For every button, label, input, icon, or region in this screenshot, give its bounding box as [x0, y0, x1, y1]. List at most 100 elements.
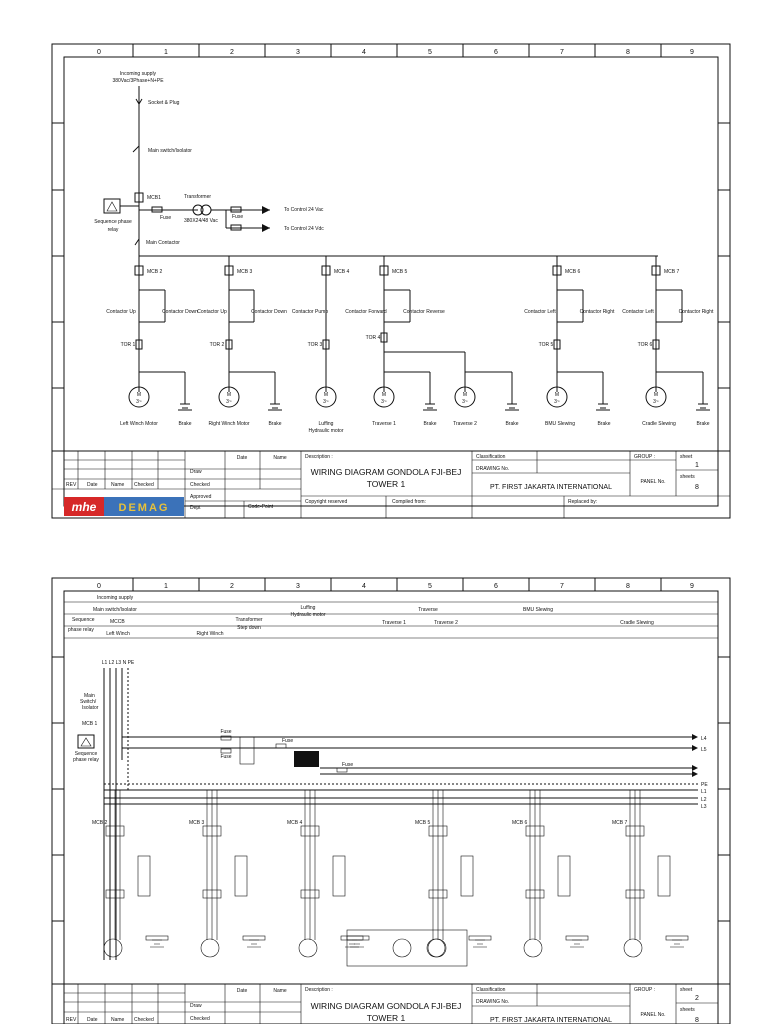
svg-text:TOWER 1: TOWER 1: [367, 1013, 406, 1023]
motor-icon: M3~: [645, 386, 667, 408]
motor-icon: [200, 938, 220, 958]
sheet-2: 0 1 2 3 4 5 6 7 8 9 Incoming supply Main…: [51, 577, 731, 1025]
svg-text:Draw: Draw: [190, 1003, 202, 1009]
svg-text:Name: Name: [273, 988, 287, 994]
warning-icon: [80, 737, 92, 747]
mcb-label: MCB 7: [612, 820, 628, 826]
col-9: 9: [690, 49, 694, 56]
col-0: 0: [97, 49, 101, 56]
svg-text:M: M: [555, 392, 559, 398]
incoming-supply-spec: 380Vac/3Phase+N+PE: [112, 78, 164, 84]
mcb-label: MCB 3: [189, 820, 205, 826]
motor-icon: M3~: [315, 386, 337, 408]
sheet1-motors: M3~ M3~ M3~ M3~ M3~ M3~ M3~: [128, 386, 710, 411]
tb-description-2: TOWER 1: [367, 479, 406, 489]
svg-text:Traverse 1: Traverse 1: [382, 620, 406, 626]
svg-text:1: 1: [164, 583, 168, 590]
svg-text:phase relay: phase relay: [73, 757, 99, 763]
load-label: Brake: [597, 421, 610, 427]
svg-text:3~: 3~: [381, 399, 387, 405]
col-1: 1: [164, 49, 168, 56]
tb-drawing-no: DRAWING No.: [476, 466, 509, 472]
svg-text:M: M: [654, 392, 658, 398]
svg-text:Hydraulic motor: Hydraulic motor: [290, 612, 325, 618]
motor-icon: M3~: [218, 386, 240, 408]
load-label: Brake: [696, 421, 709, 427]
svg-text:Fuse: Fuse: [282, 738, 293, 744]
arrow-24vac-icon: [262, 206, 270, 214]
motor-icon: [392, 938, 412, 958]
svg-text:Transformer: Transformer: [235, 617, 262, 623]
svg-text:MCCB: MCCB: [110, 619, 125, 625]
supply-label: L1 L2 L3 N PE: [102, 660, 135, 666]
contactor-5a: Contactor Left: [524, 309, 556, 315]
load-label: Right Winch Motor: [208, 421, 249, 427]
svg-text:Description :: Description :: [305, 987, 333, 993]
motor-icon: [623, 938, 643, 958]
tb-rev-date: Date: [87, 482, 98, 488]
contactor-symbol: [460, 855, 474, 897]
motor-icon: [298, 938, 318, 958]
contactor-2b: Contactor Down: [251, 309, 287, 315]
tb-checked: Checked: [190, 482, 210, 488]
brake-icon: [505, 403, 519, 411]
tor-5: TOR 5: [539, 342, 554, 348]
motor-icon: M3~: [373, 386, 395, 408]
mcb3-label: MCB 3: [237, 269, 253, 275]
fuse-symbol: [151, 206, 163, 213]
brake-icon: [268, 403, 282, 411]
terminal-block: [565, 935, 589, 941]
col-2: 2: [230, 49, 234, 56]
motor-icon: [523, 938, 543, 958]
brake-icon: [350, 939, 364, 948]
contactor-1b: Contactor Down: [162, 309, 198, 315]
load-label: Brake: [268, 421, 281, 427]
load-label: Cradle Slewing: [642, 421, 676, 427]
svg-text:M: M: [227, 392, 231, 398]
mcb7-label: MCB 7: [664, 269, 680, 275]
mcb4-label: MCB 4: [334, 269, 350, 275]
main-isolator-label: Main: [84, 693, 95, 699]
motor-icon: [426, 938, 446, 958]
svg-text:3~: 3~: [653, 399, 659, 405]
svg-text:Traverse 2: Traverse 2: [434, 620, 458, 626]
sheet1-column-ruler: 0 1 2 3 4 5 6 7 8 9: [97, 44, 694, 57]
brake-icon: [247, 939, 261, 948]
load-label: Traverse 2: [453, 421, 477, 427]
load-label: BMU Slewing: [545, 421, 575, 427]
load-label: Hydraulic motor: [308, 428, 343, 434]
brake-icon: [670, 939, 684, 948]
brake-icon: [150, 939, 164, 948]
mcb1-symbol: [134, 192, 144, 203]
col-4: 4: [362, 49, 366, 56]
svg-text:M: M: [324, 392, 328, 398]
contactor-4a: Contactor Forward: [345, 309, 387, 315]
load-label: Luffing: [319, 421, 334, 427]
svg-text:DEMAG: DEMAG: [119, 502, 170, 514]
svg-text:REV: REV: [66, 1017, 77, 1023]
tb-dept: Dept: [190, 505, 201, 511]
svg-text:Incoming supply: Incoming supply: [97, 595, 134, 601]
svg-text:Step down: Step down: [237, 625, 261, 631]
tor-6: TOR 6: [638, 342, 653, 348]
brake-icon: [570, 939, 584, 948]
tor-1: TOR 1: [121, 342, 136, 348]
mcb-label: MCB 2: [92, 820, 108, 826]
svg-text:sheet: sheet: [680, 987, 693, 993]
tb-rev-checked: Checked: [134, 482, 154, 488]
tb-sheets-total: 8: [695, 484, 699, 491]
svg-text:Main switch/Isolator: Main switch/Isolator: [93, 607, 137, 613]
col-8: 8: [626, 49, 630, 56]
mcb6-label: MCB 6: [565, 269, 581, 275]
contactor-symbol: [657, 855, 671, 897]
svg-text:phase relay: phase relay: [68, 627, 94, 633]
contactor-5b: Contactor Right: [580, 309, 615, 315]
svg-text:9: 9: [690, 583, 694, 590]
motor-icon: M3~: [546, 386, 568, 408]
brake-icon: [178, 403, 192, 411]
svg-text:sheets: sheets: [680, 1007, 695, 1013]
svg-text:Right Winch: Right Winch: [197, 631, 224, 637]
svg-text:2: 2: [230, 583, 234, 590]
svg-text:7: 7: [560, 583, 564, 590]
fuse-label: Fuse: [160, 215, 171, 221]
